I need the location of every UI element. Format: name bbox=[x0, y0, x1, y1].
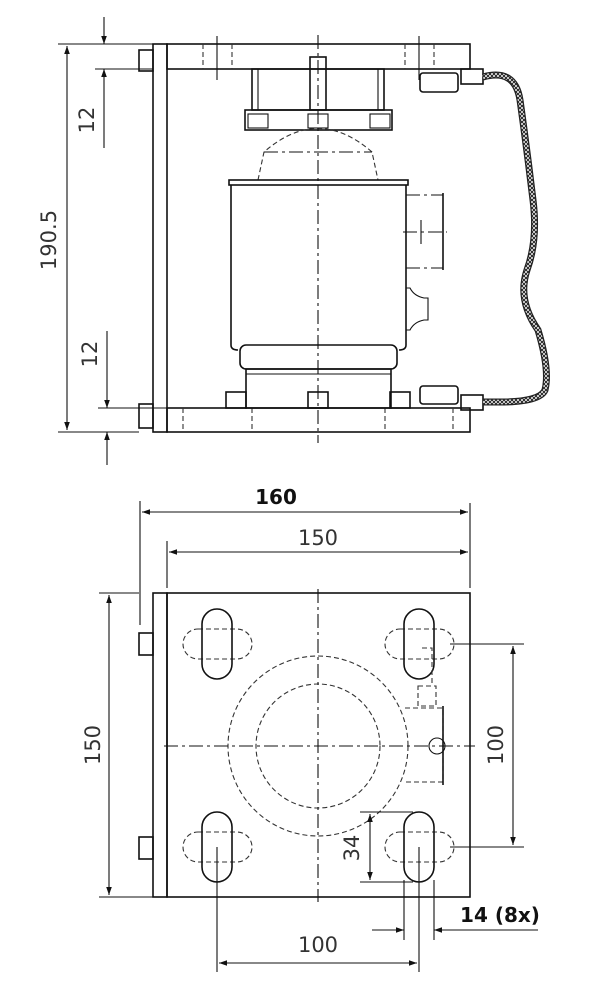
dimension-hole-spacing-horizontal: 100 bbox=[216, 847, 420, 972]
dimension-total-height: 190.5 bbox=[37, 43, 153, 433]
top-tab bbox=[138, 49, 154, 72]
dim-label-slot-width: 14 (8x) bbox=[460, 903, 540, 927]
dimension-bottom-plate: 12 bbox=[78, 331, 167, 465]
top-cable-gland bbox=[460, 68, 484, 85]
bottom-tab bbox=[138, 403, 154, 429]
bottom-nut bbox=[419, 385, 459, 405]
dim-label-total-height: 190.5 bbox=[37, 210, 61, 270]
dimension-slot-length: 34 bbox=[340, 811, 413, 883]
dimension-top-plate: 12 bbox=[75, 17, 153, 148]
dim-label-overall-width: 160 bbox=[255, 485, 297, 509]
connector-housing bbox=[403, 194, 447, 269]
hidden-holes bbox=[182, 36, 454, 432]
connector-plan bbox=[405, 647, 446, 785]
side-pillar-plan bbox=[152, 592, 168, 898]
top-nut bbox=[419, 72, 459, 93]
dimension-hole-spacing-vertical: 100 bbox=[450, 643, 524, 848]
braided-cable bbox=[482, 71, 550, 406]
dim-label-bottom-plate: 12 bbox=[78, 341, 102, 368]
dimension-overall-width: 160 bbox=[139, 485, 471, 625]
dim-label-top-plate: 12 bbox=[75, 107, 99, 134]
dim-label-hole-spacing-vertical: 100 bbox=[484, 725, 508, 765]
dim-label-plate-width: 150 bbox=[298, 526, 338, 550]
dimension-plate-depth: 150 bbox=[81, 592, 153, 898]
side-elevation-view: 190.5 12 12 bbox=[37, 17, 550, 465]
dim-label-hole-spacing-horizontal: 100 bbox=[298, 933, 338, 957]
dim-label-plate-depth: 150 bbox=[81, 725, 105, 765]
dimension-slot-width: 14 (8x) bbox=[372, 880, 540, 940]
dim-label-slot-length: 34 bbox=[340, 835, 364, 862]
dimension-plate-width: 150 bbox=[166, 526, 468, 588]
cable-clip bbox=[406, 287, 429, 331]
plan-view: 160 150 150 100 34 100 bbox=[81, 485, 540, 972]
side-pillar bbox=[152, 43, 168, 433]
